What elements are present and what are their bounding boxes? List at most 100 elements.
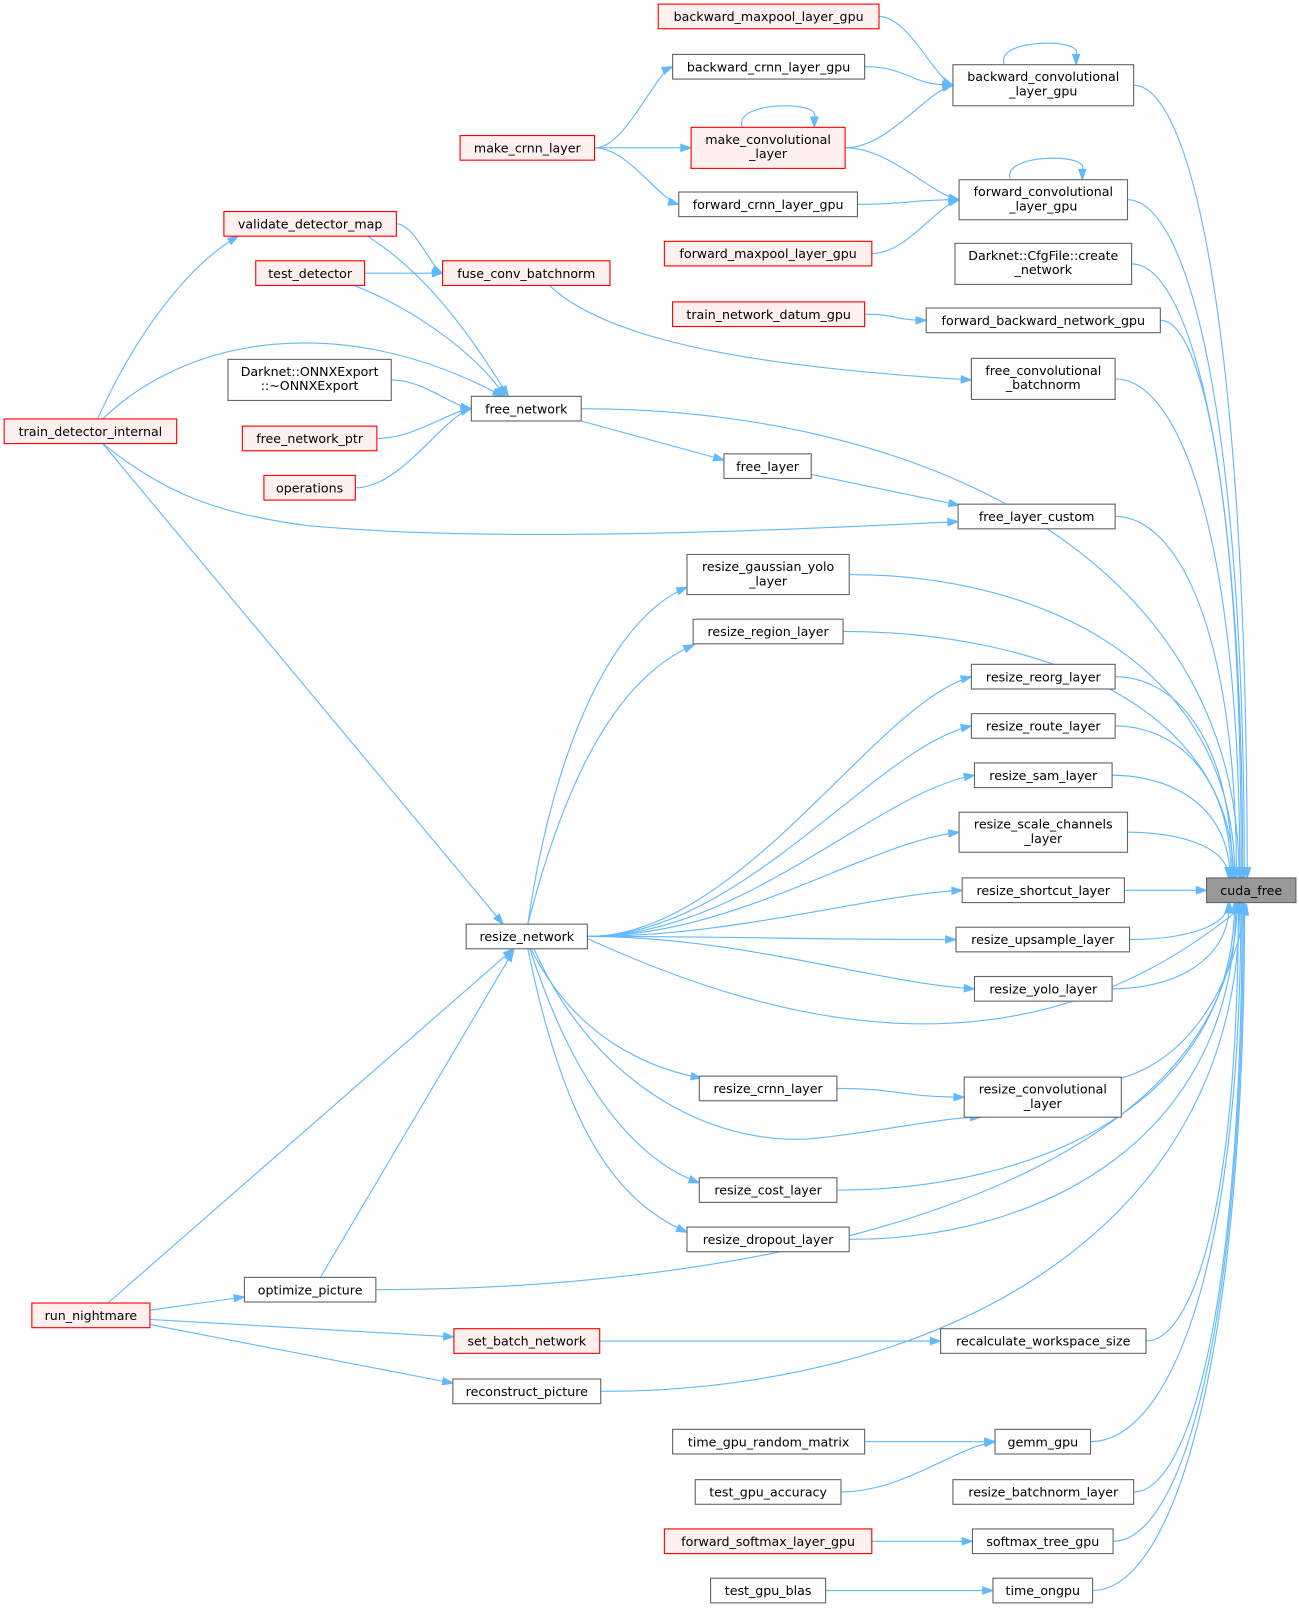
node-label: backward_maxpool_layer_gpu [674,9,864,24]
node-label: resize_upsample_layer [971,932,1115,947]
edge-forward-maxpool-layer-gpu-to-forward-convolutional-layer-gpu-arrowhead-icon [947,198,961,207]
node-forward-maxpool-layer-gpu[interactable]: forward_maxpool_layer_gpu [663,240,873,267]
node-resize-yolo-layer[interactable]: resize_yolo_layer [973,975,1113,1002]
node-box [686,1226,850,1253]
node-label: resize_batchnorm_layer [968,1485,1119,1500]
node-resize-batchnorm-layer[interactable]: resize_batchnorm_layer [952,1479,1135,1505]
edge-darknet-onnxexport-onnxexport-to-free-network [391,379,472,410]
node-free-convolutional-batchnorm[interactable]: free_convolutional_batchnorm [970,357,1116,400]
node-box [961,877,1125,904]
node-forward-backward-network-gpu[interactable]: forward_backward_network_gpu [925,307,1161,334]
node-test-gpu-blas[interactable]: test_gpu_blas [710,1577,827,1604]
node-resize-convolutional-layer[interactable]: resize_convolutional_layer [963,1076,1122,1118]
edge-darknet-cfgfile-create-network-to-cuda-free [1131,263,1244,878]
node-make-convolutional-layer[interactable]: make_convolutional_layer [690,126,846,169]
node-box [470,395,582,422]
edge-forward-backward-network-gpu-to-cuda-free [1160,319,1242,878]
node-cuda-free[interactable]: cuda_free [1205,877,1297,904]
node-label: free_network [485,401,568,416]
node-gemm-gpu[interactable]: gemm_gpu [994,1428,1092,1455]
node-optimize-picture[interactable]: optimize_picture [243,1276,377,1303]
edge-resize-network-to-resize-route-layer-arrowhead-icon [959,724,973,733]
node-box [255,260,366,287]
node-time-ongpu[interactable]: time_ongpu [992,1577,1094,1604]
node-resize-upsample-layer[interactable]: resize_upsample_layer [955,926,1131,953]
edge-resize-network-to-resize-region-layer [527,644,695,925]
edge-resize-sam-layer-to-cuda-free [1112,774,1231,878]
edge-resize-network-to-resize-region-layer-arrowhead-icon [682,644,696,654]
node-resize-scale-channels-layer[interactable]: resize_scale_channels_layer [958,811,1129,853]
edge-resize-network-to-resize-upsample-layer [587,935,957,941]
node-test-detector[interactable]: test_detector [255,260,366,287]
node-label: cuda_free [1220,883,1282,898]
node-label: test_gpu_accuracy [709,1485,827,1500]
node-label: make_crnn_layer [474,140,582,155]
node-softmax-tree-gpu[interactable]: softmax_tree_gpu [971,1528,1114,1555]
node-free-network-ptr[interactable]: free_network_ptr [241,425,378,452]
node-make-crnn-layer[interactable]: make_crnn_layer [459,134,596,161]
node-train-network-datum-gpu[interactable]: train_network_datum_gpu [672,301,866,328]
node-label: backward_convolutional [967,69,1119,84]
node-forward-convolutional-layer-gpu[interactable]: forward_convolutional_layer_gpu [958,179,1129,221]
edge-resize-convolutional-layer-to-cuda-free [1121,904,1248,1079]
edge-resize-dropout-layer-to-cuda-free [849,902,1237,1240]
node-box [241,425,378,452]
node-set-batch-network[interactable]: set_batch_network [453,1328,601,1354]
node-free-layer-custom[interactable]: free_layer_custom [957,503,1116,530]
node-run-nightmare[interactable]: run_nightmare [31,1302,151,1329]
node-resize-sam-layer[interactable]: resize_sam_layer [973,762,1113,789]
node-resize-shortcut-layer[interactable]: resize_shortcut_layer [961,877,1125,904]
node-label: fuse_conv_batchnorm [457,266,595,281]
node-darknet-onnxexport-onnxexport[interactable]: Darknet::ONNXExport::~ONNXExport [227,358,392,402]
node-label: forward_crnn_layer_gpu [693,197,844,212]
edge-free-network-to-free-layer [581,420,725,461]
node-resize-crnn-layer[interactable]: resize_crnn_layer [698,1075,838,1102]
node-forward-softmax-layer-gpu[interactable]: forward_softmax_layer_gpu [663,1528,873,1555]
edge-backward-convolutional-layer-gpu-to-backward-convolutional-layer-gpu-arrowhead-icon [1071,53,1081,67]
node-resize-route-layer[interactable]: resize_route_layer [970,713,1116,739]
node-resize-cost-layer[interactable]: resize_cost_layer [698,1177,838,1203]
node-box [957,503,1116,530]
node-resize-dropout-layer[interactable]: resize_dropout_layer [686,1226,850,1253]
node-label: set_batch_network [467,1334,586,1349]
node-darknet-cfgfile-create-network[interactable]: Darknet::CfgFile::create_network [954,242,1133,285]
node-fuse-conv-batchnorm[interactable]: fuse_conv_batchnorm [442,260,611,287]
node-time-gpu-random-matrix[interactable]: time_gpu_random_matrix [672,1428,866,1455]
node-recalculate-workspace-size[interactable]: recalculate_workspace_size [940,1328,1147,1354]
node-backward-maxpool-layer-gpu[interactable]: backward_maxpool_layer_gpu [657,3,880,30]
node-resize-gaussian-yolo-layer[interactable]: resize_gaussian_yolo_layer [686,553,850,596]
node-train-detector-internal[interactable]: train_detector_internal [3,418,178,445]
edge-resize-network-to-resize-yolo-layer [587,935,975,990]
edge-run-nightmare-to-optimize-picture-arrowhead-icon [233,1294,246,1303]
edge-resize-network-to-resize-scale-channels-layer [587,831,960,938]
node-forward-crnn-layer-gpu[interactable]: forward_crnn_layer_gpu [678,191,858,218]
node-reconstruct-picture[interactable]: reconstruct_picture [452,1378,602,1405]
node-free-layer[interactable]: free_layer [723,453,812,480]
edge-resize-network-to-resize-convolutional-layer [533,948,981,1140]
node-validate-detector-map[interactable]: validate_detector_map [223,210,397,237]
node-resize-network[interactable]: resize_network [465,923,588,950]
node-backward-convolutional-layer-gpu[interactable]: backward_convolutional_layer_gpu [952,64,1135,107]
node-label: time_gpu_random_matrix [688,1434,850,1449]
node-resize-region-layer[interactable]: resize_region_layer [692,618,844,645]
edge-forward-convolutional-layer-gpu-to-forward-convolutional-layer-gpu [1009,157,1083,180]
node-box [925,307,1161,334]
node-box [672,1428,866,1455]
node-label: resize_scale_channels [974,817,1113,832]
node-box [465,923,588,950]
node-free-network[interactable]: free_network [470,395,582,422]
edge-make-crnn-layer-to-backward-crnn-layer-gpu [594,66,673,149]
node-label: Darknet::ONNXExport [241,364,379,379]
node-backward-crnn-layer-gpu[interactable]: backward_crnn_layer_gpu [672,53,866,80]
node-resize-reorg-layer[interactable]: resize_reorg_layer [970,663,1116,690]
edge-run-nightmare-to-optimize-picture [149,1296,245,1311]
node-label: resize_gaussian_yolo [702,559,834,574]
node-label: optimize_picture [258,1282,363,1297]
edge-test-detector-to-free-network [354,284,506,397]
node-box [698,1075,838,1102]
edge-resize-gaussian-yolo-layer-to-cuda-free [849,573,1236,878]
node-box [940,1328,1147,1354]
node-operations[interactable]: operations [263,474,356,501]
node-test-gpu-accuracy[interactable]: test_gpu_accuracy [694,1479,842,1505]
